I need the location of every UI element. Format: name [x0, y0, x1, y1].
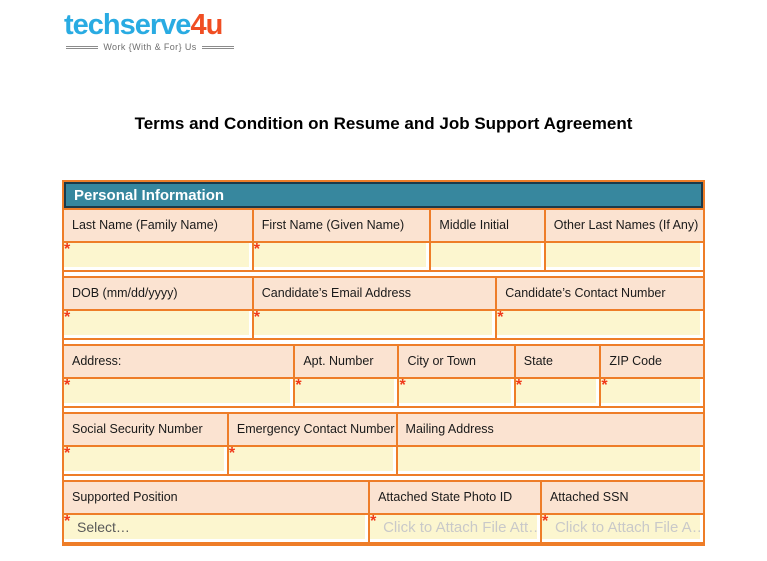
first-name-label: First Name (Given Name)	[254, 210, 432, 241]
photo-id-attach-button[interactable]: * Click to Attach File Att…	[370, 513, 542, 542]
ssn-attach-placeholder: Click to Attach File A…	[554, 519, 700, 536]
input-row: * Select… * Click to Attach File Att… * …	[64, 513, 703, 542]
state-label: State	[516, 346, 602, 377]
input-row: * * * * *	[64, 377, 703, 406]
label-row: Last Name (Family Name) First Name (Give…	[64, 210, 703, 241]
brand-wordmark: techserve4u	[64, 10, 236, 40]
ssn-attach-button[interactable]: * Click to Attach File A…	[541, 513, 703, 542]
zip-code-label: ZIP Code	[609, 354, 662, 368]
other-last-names-input[interactable]	[545, 243, 703, 270]
required-marker: *	[497, 309, 504, 326]
required-marker: *	[601, 377, 608, 394]
required-marker: *	[64, 309, 71, 326]
email-label: Candidate’s Email Address	[254, 278, 498, 309]
middle-initial-label: Middle Initial	[431, 210, 546, 241]
required-marker: *	[515, 377, 522, 394]
brand-accent-text: 4u	[190, 9, 223, 41]
page: techserve4u Work {With & For} Us Terms a…	[0, 10, 767, 546]
required-marker: *	[295, 377, 302, 394]
photo-id-label: Attached State Photo ID	[370, 482, 542, 513]
group-spacer	[64, 272, 703, 276]
field-group-address: Address: Apt. Number City or Town State …	[64, 344, 703, 408]
page-title: Terms and Condition on Resume and Job Su…	[134, 114, 633, 133]
supported-position-value: Select…	[77, 519, 130, 535]
brand-tagline: Work {With & For} Us	[64, 42, 236, 52]
label-row: Supported Position Attached State Photo …	[64, 482, 703, 513]
tagline-text: Work {With & For} Us	[103, 42, 197, 52]
supported-position-select[interactable]: * Select…	[64, 513, 371, 542]
zip-code-input[interactable]: *	[601, 377, 703, 406]
mailing-address-label: Mailing Address	[405, 422, 494, 436]
middle-initial-input[interactable]	[431, 243, 546, 270]
required-marker: *	[399, 377, 406, 394]
label-row: DOB (mm/dd/yyyy) Candidate’s Email Addre…	[64, 278, 703, 309]
city-label: City or Town	[399, 346, 516, 377]
first-name-input[interactable]: *	[253, 241, 432, 270]
supported-position-label: Supported Position	[64, 482, 371, 513]
label-row: Address: Apt. Number City or Town State …	[64, 346, 703, 377]
required-marker: *	[253, 309, 261, 326]
required-marker: *	[64, 513, 71, 530]
required-marker: *	[64, 377, 71, 394]
section-header: Personal Information	[64, 182, 703, 208]
ssn-label: Social Security Number	[64, 414, 229, 445]
group-spacer	[64, 408, 703, 412]
input-row: * *	[64, 241, 703, 270]
address-label: Address:	[64, 346, 296, 377]
last-name-label: Last Name (Family Name)	[64, 210, 254, 241]
required-marker: *	[64, 445, 71, 462]
label-row: Social Security Number Emergency Contact…	[64, 414, 703, 445]
contact-number-label: Candidate’s Contact Number	[505, 286, 666, 300]
ssn-input[interactable]: *	[64, 445, 229, 474]
mailing-address-input[interactable]	[397, 447, 703, 474]
last-name-input[interactable]: *	[64, 241, 254, 270]
brand-primary-text: techserve	[64, 9, 191, 41]
state-input[interactable]: *	[515, 377, 602, 406]
tagline-rule-left	[66, 45, 99, 49]
personal-information-form: Personal Information Last Name (Family N…	[62, 180, 705, 546]
emergency-contact-label: Emergency Contact Number	[229, 414, 398, 445]
dob-input[interactable]: *	[64, 309, 254, 338]
contact-number-input[interactable]: *	[497, 309, 703, 338]
tagline-rule-right	[201, 45, 235, 49]
required-marker: *	[541, 513, 549, 530]
field-group-names: Last Name (Family Name) First Name (Give…	[64, 208, 703, 272]
photo-id-attach-placeholder: Click to Attach File Att…	[383, 519, 537, 536]
email-input[interactable]: *	[253, 309, 498, 338]
group-spacer	[64, 340, 703, 344]
input-row: * * *	[64, 309, 703, 338]
field-group-attachments: Supported Position Attached State Photo …	[64, 480, 703, 544]
required-marker: *	[228, 445, 236, 462]
apt-number-label: Apt. Number	[295, 346, 400, 377]
section-title: Personal Information	[74, 187, 225, 204]
required-marker: *	[370, 513, 377, 530]
city-input[interactable]: *	[399, 377, 516, 406]
attached-ssn-label: Attached SSN	[549, 490, 629, 504]
input-row: * *	[64, 445, 703, 474]
address-input[interactable]: *	[64, 377, 296, 406]
apt-number-input[interactable]: *	[295, 377, 400, 406]
field-group-security: Social Security Number Emergency Contact…	[64, 412, 703, 476]
required-marker: *	[253, 241, 261, 258]
logo: techserve4u Work {With & For} Us	[64, 10, 236, 52]
group-spacer	[64, 476, 703, 480]
required-marker: *	[64, 241, 71, 258]
other-last-names-label: Other Last Names (If Any)	[553, 218, 699, 232]
dob-label: DOB (mm/dd/yyyy)	[64, 278, 254, 309]
emergency-contact-input[interactable]: *	[228, 445, 398, 474]
field-group-contact: DOB (mm/dd/yyyy) Candidate’s Email Addre…	[64, 276, 703, 340]
